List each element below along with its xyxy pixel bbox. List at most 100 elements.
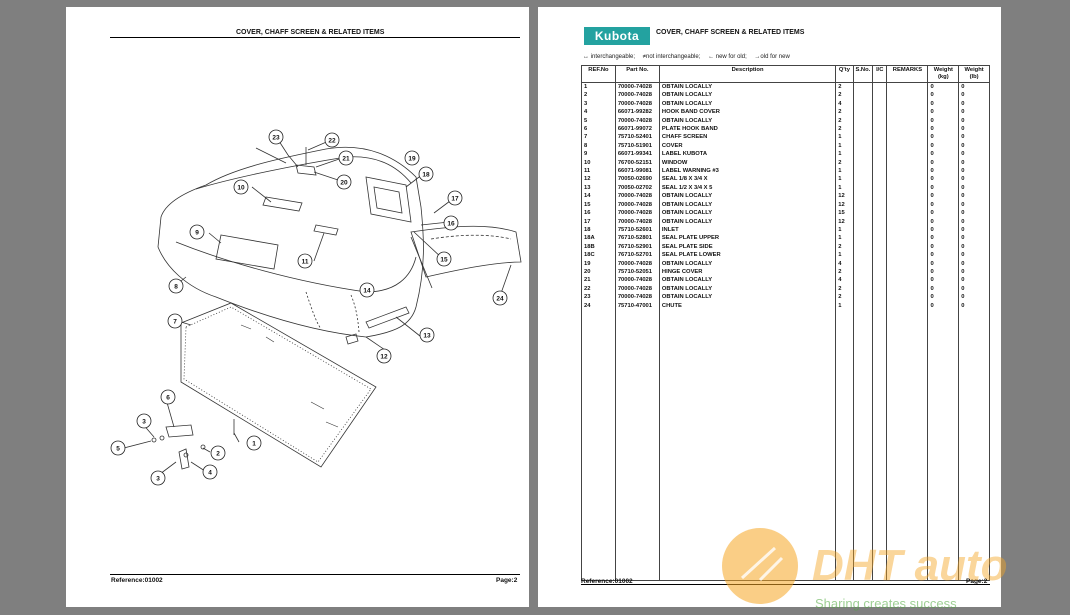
sno-cell (852, 158, 874, 168)
ref-no-cell: 11 (581, 167, 616, 176)
callout-bubble (167, 313, 183, 329)
description-cell: CHAFF SCREEN (658, 133, 837, 142)
ic-cell (872, 284, 888, 294)
description-cell: HOOK BAND COVER (658, 108, 837, 117)
header-ic: I/C (872, 65, 888, 83)
seal-strip (365, 306, 410, 329)
ref-no-cell: 15 (581, 200, 616, 210)
weight-lb-cell: 0 (958, 259, 990, 268)
qty-cell: 4 (835, 276, 854, 285)
cover-top-ridge (195, 156, 412, 190)
description-cell: PLATE HOOK BAND (658, 125, 837, 134)
qty-cell: 1 (835, 251, 854, 260)
empty-cell (581, 309, 616, 581)
callout-number: 14 (363, 287, 371, 294)
callout-number: 4 (208, 469, 212, 476)
part-no-cell: 70000-74028 (614, 293, 660, 302)
header-qty: Q'ty (835, 65, 854, 83)
ref-no-cell: 18B (581, 242, 616, 252)
weight-kg-cell: 0 (927, 225, 960, 235)
qty-cell: 1 (835, 141, 854, 151)
ic-cell (872, 209, 888, 218)
description-cell: SEAL PLATE SIDE (658, 242, 837, 252)
description-cell: OBTAIN LOCALLY (658, 200, 837, 210)
ic-cell (872, 276, 888, 285)
weight-lb-cell: 0 (958, 225, 990, 235)
ic-cell (872, 251, 888, 260)
ref-no-cell: 23 (581, 293, 616, 302)
empty-cell (872, 309, 888, 581)
weight-kg-cell: 0 (927, 116, 960, 126)
weight-kg-cell: 0 (927, 183, 960, 193)
legend-interchangeable: ↔ interchangeable; (583, 54, 636, 60)
part-no-cell: 70050-02702 (614, 183, 660, 193)
weight-lb-cell: 0 (958, 192, 990, 201)
inlet-plate (365, 176, 412, 223)
callout-bubble (297, 253, 313, 269)
ref-no-cell: 18A (581, 234, 616, 243)
ref-no-cell: 2 (581, 91, 616, 100)
callout-number: 6 (166, 394, 170, 401)
header-sno: S.No. (852, 65, 874, 83)
ic-cell (872, 234, 888, 243)
callout-number: 2 (216, 450, 220, 457)
weight-lb-cell: 0 (958, 99, 990, 109)
callout-number: 19 (408, 155, 416, 162)
left-page: COVER, CHAFF SCREEN & RELATED ITEMS (66, 7, 529, 607)
ic-cell (872, 116, 888, 126)
callout-number: 20 (340, 179, 348, 186)
qty-cell: 2 (835, 284, 854, 294)
ic-cell (872, 293, 888, 302)
description-cell: HINGE COVER (658, 267, 837, 277)
ref-no-cell: 4 (581, 108, 616, 117)
remarks-cell (886, 284, 929, 294)
sno-cell (852, 242, 874, 252)
part-no-cell: 76710-52901 (614, 242, 660, 252)
ref-no-cell: 3 (581, 99, 616, 109)
qty-cell: 1 (835, 234, 854, 243)
ic-cell (872, 167, 888, 176)
header-weight-lb: Weight (lb) (958, 65, 990, 83)
callout-number: 22 (328, 137, 336, 144)
callout-bubble (202, 464, 218, 480)
dht-auto-watermark: DHT auto Sharing creates success (722, 528, 1008, 611)
ref-no-cell: 18C (581, 251, 616, 260)
part-no-cell: 70000-74028 (614, 200, 660, 210)
ref-no-cell: 7 (581, 133, 616, 142)
part-no-cell: 70000-74028 (614, 209, 660, 218)
remarks-cell (886, 158, 929, 168)
ref-no-cell: 18 (581, 225, 616, 235)
sno-cell (852, 293, 874, 302)
part-no-cell: 70000-74028 (614, 284, 660, 294)
footer-page: Page:2 (496, 577, 518, 584)
empty-cell (958, 309, 990, 581)
description-cell: OBTAIN LOCALLY (658, 209, 837, 218)
sno-cell (852, 82, 874, 92)
weight-kg-cell: 0 (927, 108, 960, 117)
part-no-cell: 70000-74028 (614, 217, 660, 226)
footer-page: Page:2 (966, 578, 988, 585)
weight-lb-cell: 0 (958, 91, 990, 100)
ref-no-cell: 5 (581, 116, 616, 126)
callout-number: 21 (342, 155, 350, 162)
description-cell: SEAL PLATE UPPER (658, 234, 837, 243)
weight-kg-cell: 0 (927, 167, 960, 176)
part-no-cell: 75710-51901 (614, 141, 660, 151)
page-title: COVER, CHAFF SCREEN & RELATED ITEMS (236, 29, 385, 36)
remarks-cell (886, 183, 929, 193)
part-no-cell: 76700-52151 (614, 158, 660, 168)
description-cell: OBTAIN LOCALLY (658, 91, 837, 100)
ic-cell (872, 200, 888, 210)
remarks-cell (886, 167, 929, 176)
sno-cell (852, 284, 874, 294)
weight-kg-cell: 0 (927, 284, 960, 294)
footer-reference: Reference:01002 (111, 577, 163, 584)
window-rect (262, 196, 303, 212)
